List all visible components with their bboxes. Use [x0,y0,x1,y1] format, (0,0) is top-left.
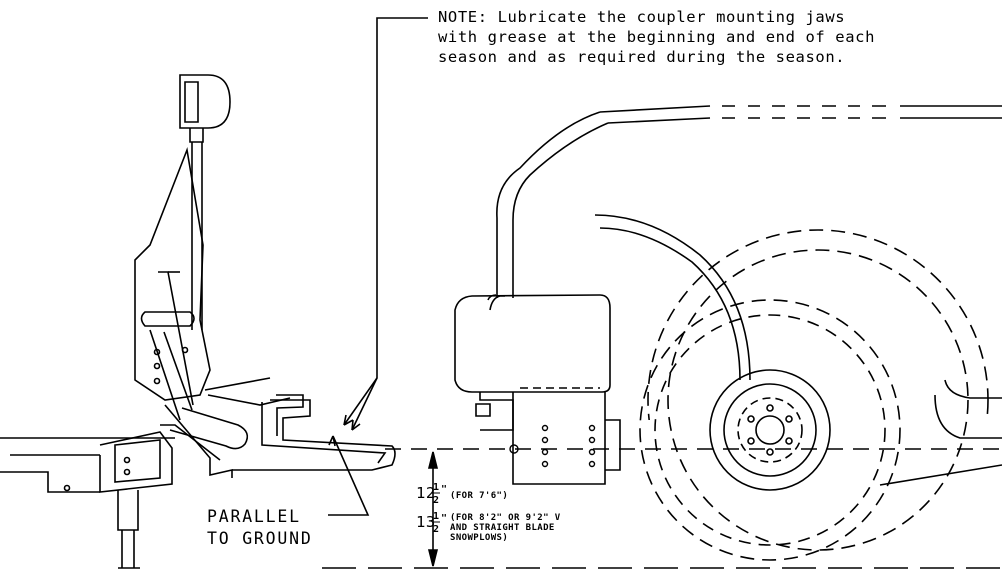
note-line-2: with grease at the beginning and end of … [438,28,875,46]
dimension-13-half: 13 1 2 " (FOR 8'2" OR 9'2" V AND STRAIGH… [416,511,561,543]
parallel-to-ground-label: PARALLEL TO GROUND [207,507,313,548]
truck-mount-holes [509,424,596,468]
dimension-12-half: 12 1 2 " (FOR 7'6") [416,482,508,506]
dim2-unit: " [441,513,447,524]
dim2-frac-den: 2 [433,524,439,535]
note-line-1: NOTE: Lubricate the coupler mounting jaw… [438,8,845,26]
plow-mount-assembly [134,74,396,478]
dim2-desc-line-1: (FOR 8'2" OR 9'2" V [450,513,561,523]
dim1-frac-den: 2 [433,495,439,506]
reference-dashed-lines [322,448,1002,569]
receiver-frame [0,431,175,569]
note-leader-line [343,17,428,431]
dim1-frac-num: 1 [433,482,439,493]
dim2-desc-line-2: AND STRAIGHT BLADE [450,523,555,533]
parallel-label-line-1: PARALLEL [207,507,301,526]
parallel-leader-line [328,435,370,516]
dim2-frac-num: 1 [433,511,439,522]
dim2-whole: 13 [416,513,436,531]
lubrication-note: NOTE: Lubricate the coupler mounting jaw… [438,8,875,66]
dim1-whole: 12 [416,484,436,502]
truck-outline [454,105,1002,486]
dim1-unit: " [441,484,447,495]
dim2-desc-line-3: SNOWPLOWS) [450,533,508,543]
dim1-desc: (FOR 7'6") [450,491,508,501]
parallel-label-line-2: TO GROUND [207,529,313,548]
truck-wheel [639,229,989,561]
height-dimension-line [427,451,439,567]
note-line-3: season and as required during the season… [438,48,845,66]
